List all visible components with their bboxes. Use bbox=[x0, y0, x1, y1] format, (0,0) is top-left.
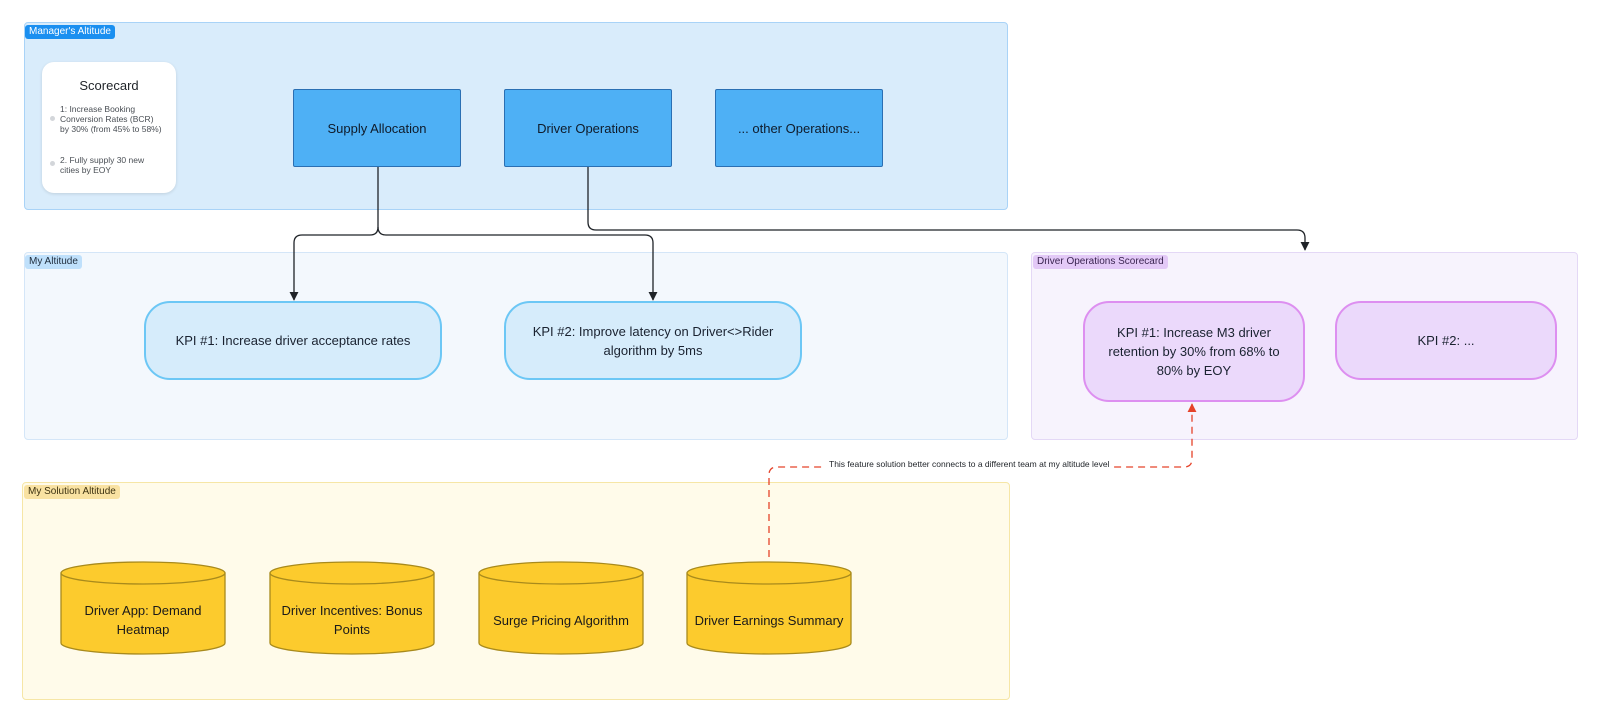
operation-box-supply-allocation[interactable]: Supply Allocation bbox=[293, 89, 461, 167]
solution-label-bonus-points[interactable]: Driver Incentives: Bonus Points bbox=[281, 603, 423, 637]
solution-label-earnings-summary[interactable]: Driver Earnings Summary bbox=[694, 612, 844, 628]
scorecard-item: 1: Increase Booking Conversion Rates (BC… bbox=[50, 104, 164, 134]
solution-cylinder-1 bbox=[60, 561, 226, 655]
scorecard-item-text: 2. Fully supply 30 new cities by EOY bbox=[60, 155, 145, 175]
scorecard-card: Scorecard 1: Increase Booking Conversion… bbox=[42, 62, 176, 193]
bullet-icon bbox=[50, 161, 55, 166]
scorecard-title: Scorecard bbox=[79, 78, 139, 93]
scorecard-item: 2. Fully supply 30 new cities by EOY bbox=[50, 155, 164, 175]
scorecard-item-text: 1: Increase Booking Conversion Rates (BC… bbox=[60, 104, 162, 134]
managers-altitude-label: Manager's Altitude bbox=[25, 25, 115, 39]
my-solution-altitude-label: My Solution Altitude bbox=[24, 485, 120, 499]
my-kpi-1[interactable]: KPI #1: Increase driver acceptance rates bbox=[144, 301, 442, 380]
my-altitude-label: My Altitude bbox=[25, 255, 82, 269]
driver-ops-kpi-1[interactable]: KPI #1: Increase M3 driver retention by … bbox=[1083, 301, 1305, 402]
connector-driver-ops-to-scorecard bbox=[587, 167, 1310, 251]
connector-supply-to-kpi2 bbox=[377, 226, 658, 301]
bullet-icon bbox=[50, 116, 55, 121]
operation-box-other-operations[interactable]: ... other Operations... bbox=[715, 89, 883, 167]
annotation-dashed-arrow bbox=[768, 403, 1197, 557]
connector-supply-to-kpi1 bbox=[289, 167, 379, 301]
solution-label-demand-heatmap[interactable]: Driver App: Demand Heatmap bbox=[84, 603, 202, 637]
solution-cylinder-2 bbox=[269, 561, 435, 655]
driver-ops-kpi-2[interactable]: KPI #2: ... bbox=[1335, 301, 1557, 380]
driver-operations-scorecard-label: Driver Operations Scorecard bbox=[1033, 255, 1168, 269]
annotation-text: This feature solution better connects to… bbox=[826, 458, 1113, 470]
solution-cylinder-3 bbox=[478, 561, 644, 655]
operation-box-driver-operations[interactable]: Driver Operations bbox=[504, 89, 672, 167]
solution-label-surge-pricing[interactable]: Surge Pricing Algorithm bbox=[493, 612, 629, 628]
solution-cylinder-4 bbox=[686, 561, 852, 655]
my-kpi-2[interactable]: KPI #2: Improve latency on Driver<>Rider… bbox=[504, 301, 802, 380]
